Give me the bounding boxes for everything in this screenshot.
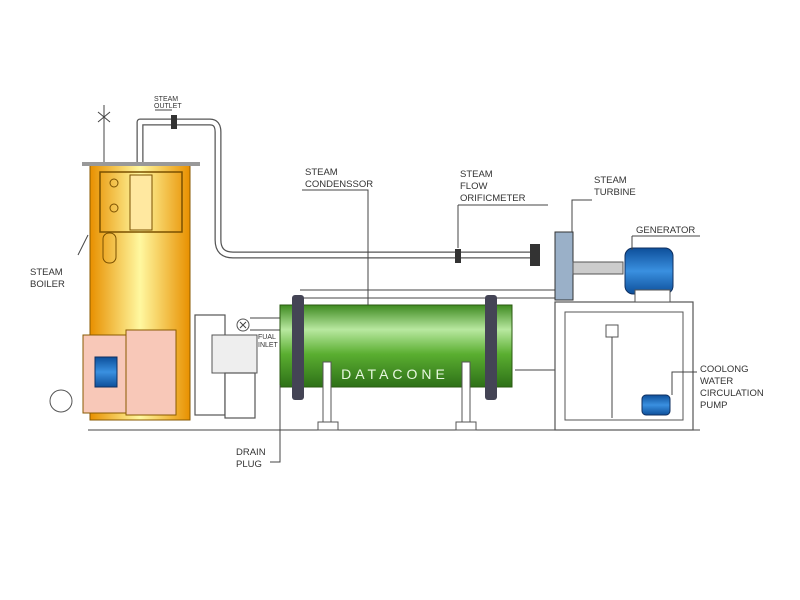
steam-boiler [49,105,200,421]
steam-turbine [554,231,574,301]
condenser-brand: DATACONE [341,366,449,382]
fuel-pump [194,314,290,419]
leader-lines [77,109,700,463]
turbine-stand [554,231,694,431]
circulation-pump [641,394,671,416]
steam-pipe [136,115,555,371]
generator [624,247,674,295]
label-generator: GENERATOR [636,225,695,236]
steam-condenser: DATACONE [279,295,513,431]
